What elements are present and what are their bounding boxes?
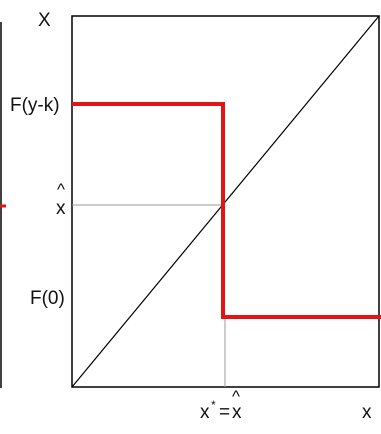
label-F-high: F(y-k) (10, 95, 60, 116)
axis-top-label: X (38, 10, 51, 31)
label-F-zero: F(0) (30, 288, 65, 309)
bottom-label-eq: = (219, 402, 230, 423)
x-hat-hat: ^ (57, 180, 65, 199)
bottom-x-hat-hat: ^ (232, 387, 240, 406)
bottom-label-x-hat: x (232, 402, 242, 423)
label-x-hat: x (56, 198, 66, 219)
step-function-F (72, 102, 381, 319)
bottom-label-star: * (211, 398, 216, 412)
bottom-label-x: x (200, 402, 210, 423)
axis-right-label: x (362, 402, 372, 423)
diagonal-45-line (71, 15, 380, 388)
